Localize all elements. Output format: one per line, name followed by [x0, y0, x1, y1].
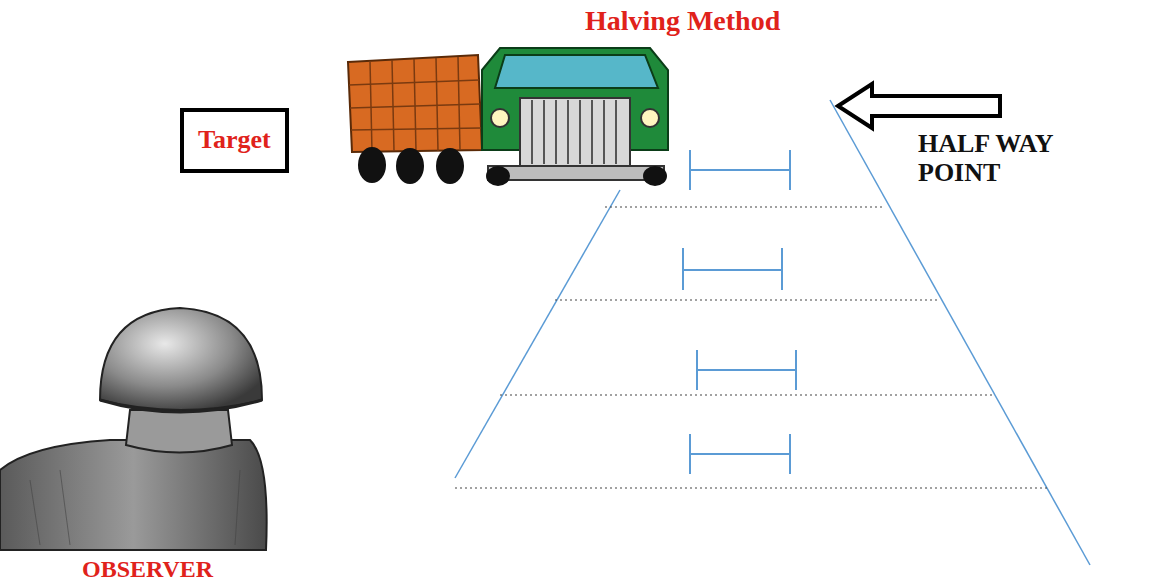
target-box: Target: [180, 108, 289, 173]
half-way-arrow: [838, 84, 1000, 128]
half-way-label: HALF WAY POINT: [918, 130, 1133, 187]
diagram-title: Halving Method: [585, 6, 780, 37]
equal-segment-markers: [683, 150, 796, 474]
distance-divisions: [455, 207, 1048, 488]
observer-label: OBSERVER: [82, 556, 213, 582]
target-label: Target: [198, 126, 271, 155]
observer-soldier: [0, 308, 267, 550]
dump-truck: [348, 48, 668, 186]
